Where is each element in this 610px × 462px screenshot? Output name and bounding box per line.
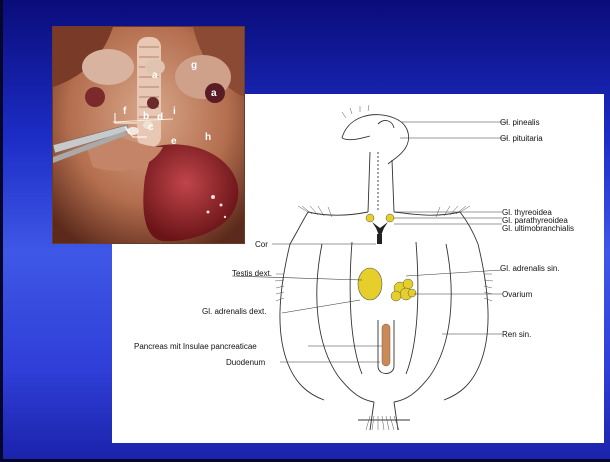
photo-label-h: h: [205, 133, 211, 143]
label-cor: Cor: [255, 240, 268, 249]
photo-label-e: e: [171, 137, 177, 147]
label-duodenum: Duodenum: [226, 358, 265, 367]
dissection-photo: a a b c d e f g h i: [52, 26, 245, 244]
label-gl-adrenalis-dext: Gl. adrenalis dext.: [202, 307, 266, 316]
label-gl-pinealis: Gl. pinealis: [500, 118, 540, 127]
label-gl-ultimobranchialis: Gl. ultimobranchialis: [502, 224, 574, 233]
label-pancreas: Pancreas mit Insulae pancreaticae: [134, 342, 257, 351]
photo-label-i: i: [173, 107, 176, 117]
photo-label-g: g: [191, 61, 197, 71]
label-gl-adrenalis-sin: Gl. adrenalis sin.: [500, 264, 560, 273]
photo-label-a-left: a: [152, 71, 158, 81]
label-ovarium: Ovarium: [502, 290, 532, 299]
label-ren-sin: Ren sin.: [502, 330, 531, 339]
photo-label-f: f: [123, 107, 126, 117]
photo-label-b: b: [143, 112, 149, 122]
photo-label-c: c: [148, 123, 154, 133]
label-testis-dext: Testis dext.: [232, 269, 272, 278]
label-gl-pituitaria: Gl. pituitaria: [500, 134, 543, 143]
photo-label-d: d: [157, 113, 163, 123]
photo-label-a-right: a: [211, 89, 217, 99]
